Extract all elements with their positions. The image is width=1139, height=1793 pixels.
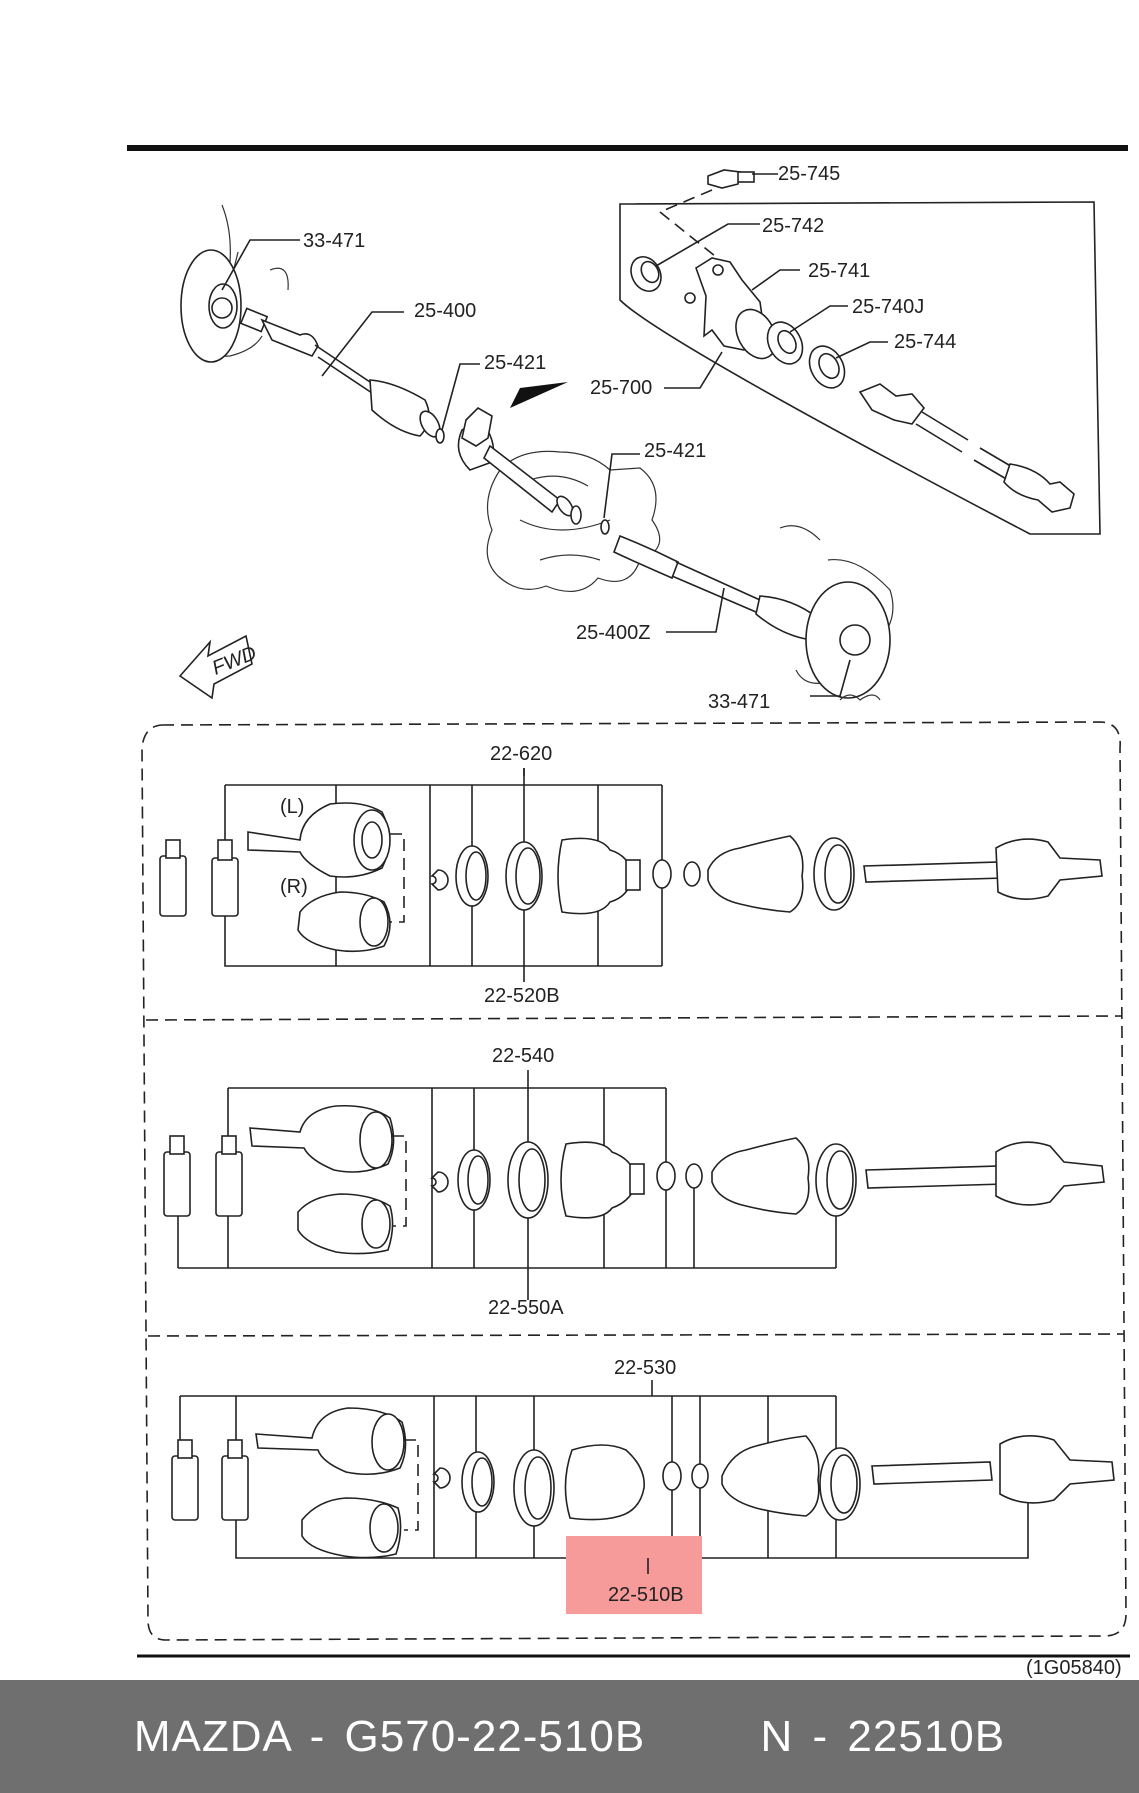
label-25-744: 25-744 (894, 331, 956, 353)
label-25-740j: 25-740J (852, 296, 924, 318)
label-33-471-left: 33-471 (303, 230, 365, 252)
fwd-arrow: FWD (178, 634, 260, 700)
exploded-row-2 (163, 1070, 1105, 1300)
label-25-421-lower: 25-421 (644, 440, 706, 462)
diagram-code: (1G05840) (1026, 1657, 1122, 1679)
label-side-l: (L) (280, 796, 304, 818)
label-side-r: (R) (280, 876, 308, 898)
exploded-row-3 (171, 1380, 1115, 1578)
label-33-471-right: 33-471 (708, 691, 770, 713)
label-25-745: 25-745 (778, 163, 840, 185)
label-25-400z: 25-400Z (576, 622, 651, 644)
part-number-caption: MAZDA - G570-22-510B N - 22510B (0, 1680, 1139, 1793)
label-22-550a: 22-550A (488, 1297, 564, 1319)
caption-brand-part: MAZDA - G570-22-510B (133, 1711, 646, 1761)
label-22-540: 22-540 (492, 1045, 554, 1067)
label-25-421-upper: 25-421 (484, 352, 546, 374)
exploded-row-1 (159, 768, 1103, 982)
leader-lines-upper (221, 173, 888, 697)
label-25-400: 25-400 (414, 300, 476, 322)
label-25-700: 25-700 (590, 377, 652, 399)
exploded-views-panel (141, 721, 1127, 1641)
intermediate-shaft-inset (619, 169, 1101, 535)
highlight-22-510b[interactable] (566, 1536, 702, 1614)
caption-alt-part: N - 22510B (760, 1711, 1006, 1761)
label-22-520b: 22-520B (484, 985, 560, 1007)
caption-spacer (645, 1712, 760, 1762)
axle-assembly-overview: FWD (178, 169, 1101, 701)
label-25-742: 25-742 (762, 215, 824, 237)
label-22-530: 22-530 (614, 1357, 676, 1379)
label-25-741: 25-741 (808, 260, 870, 282)
label-22-510b: 22-510B (608, 1584, 684, 1606)
parts-diagram: FWD (127, 145, 1130, 1679)
label-22-620: 22-620 (490, 743, 552, 765)
